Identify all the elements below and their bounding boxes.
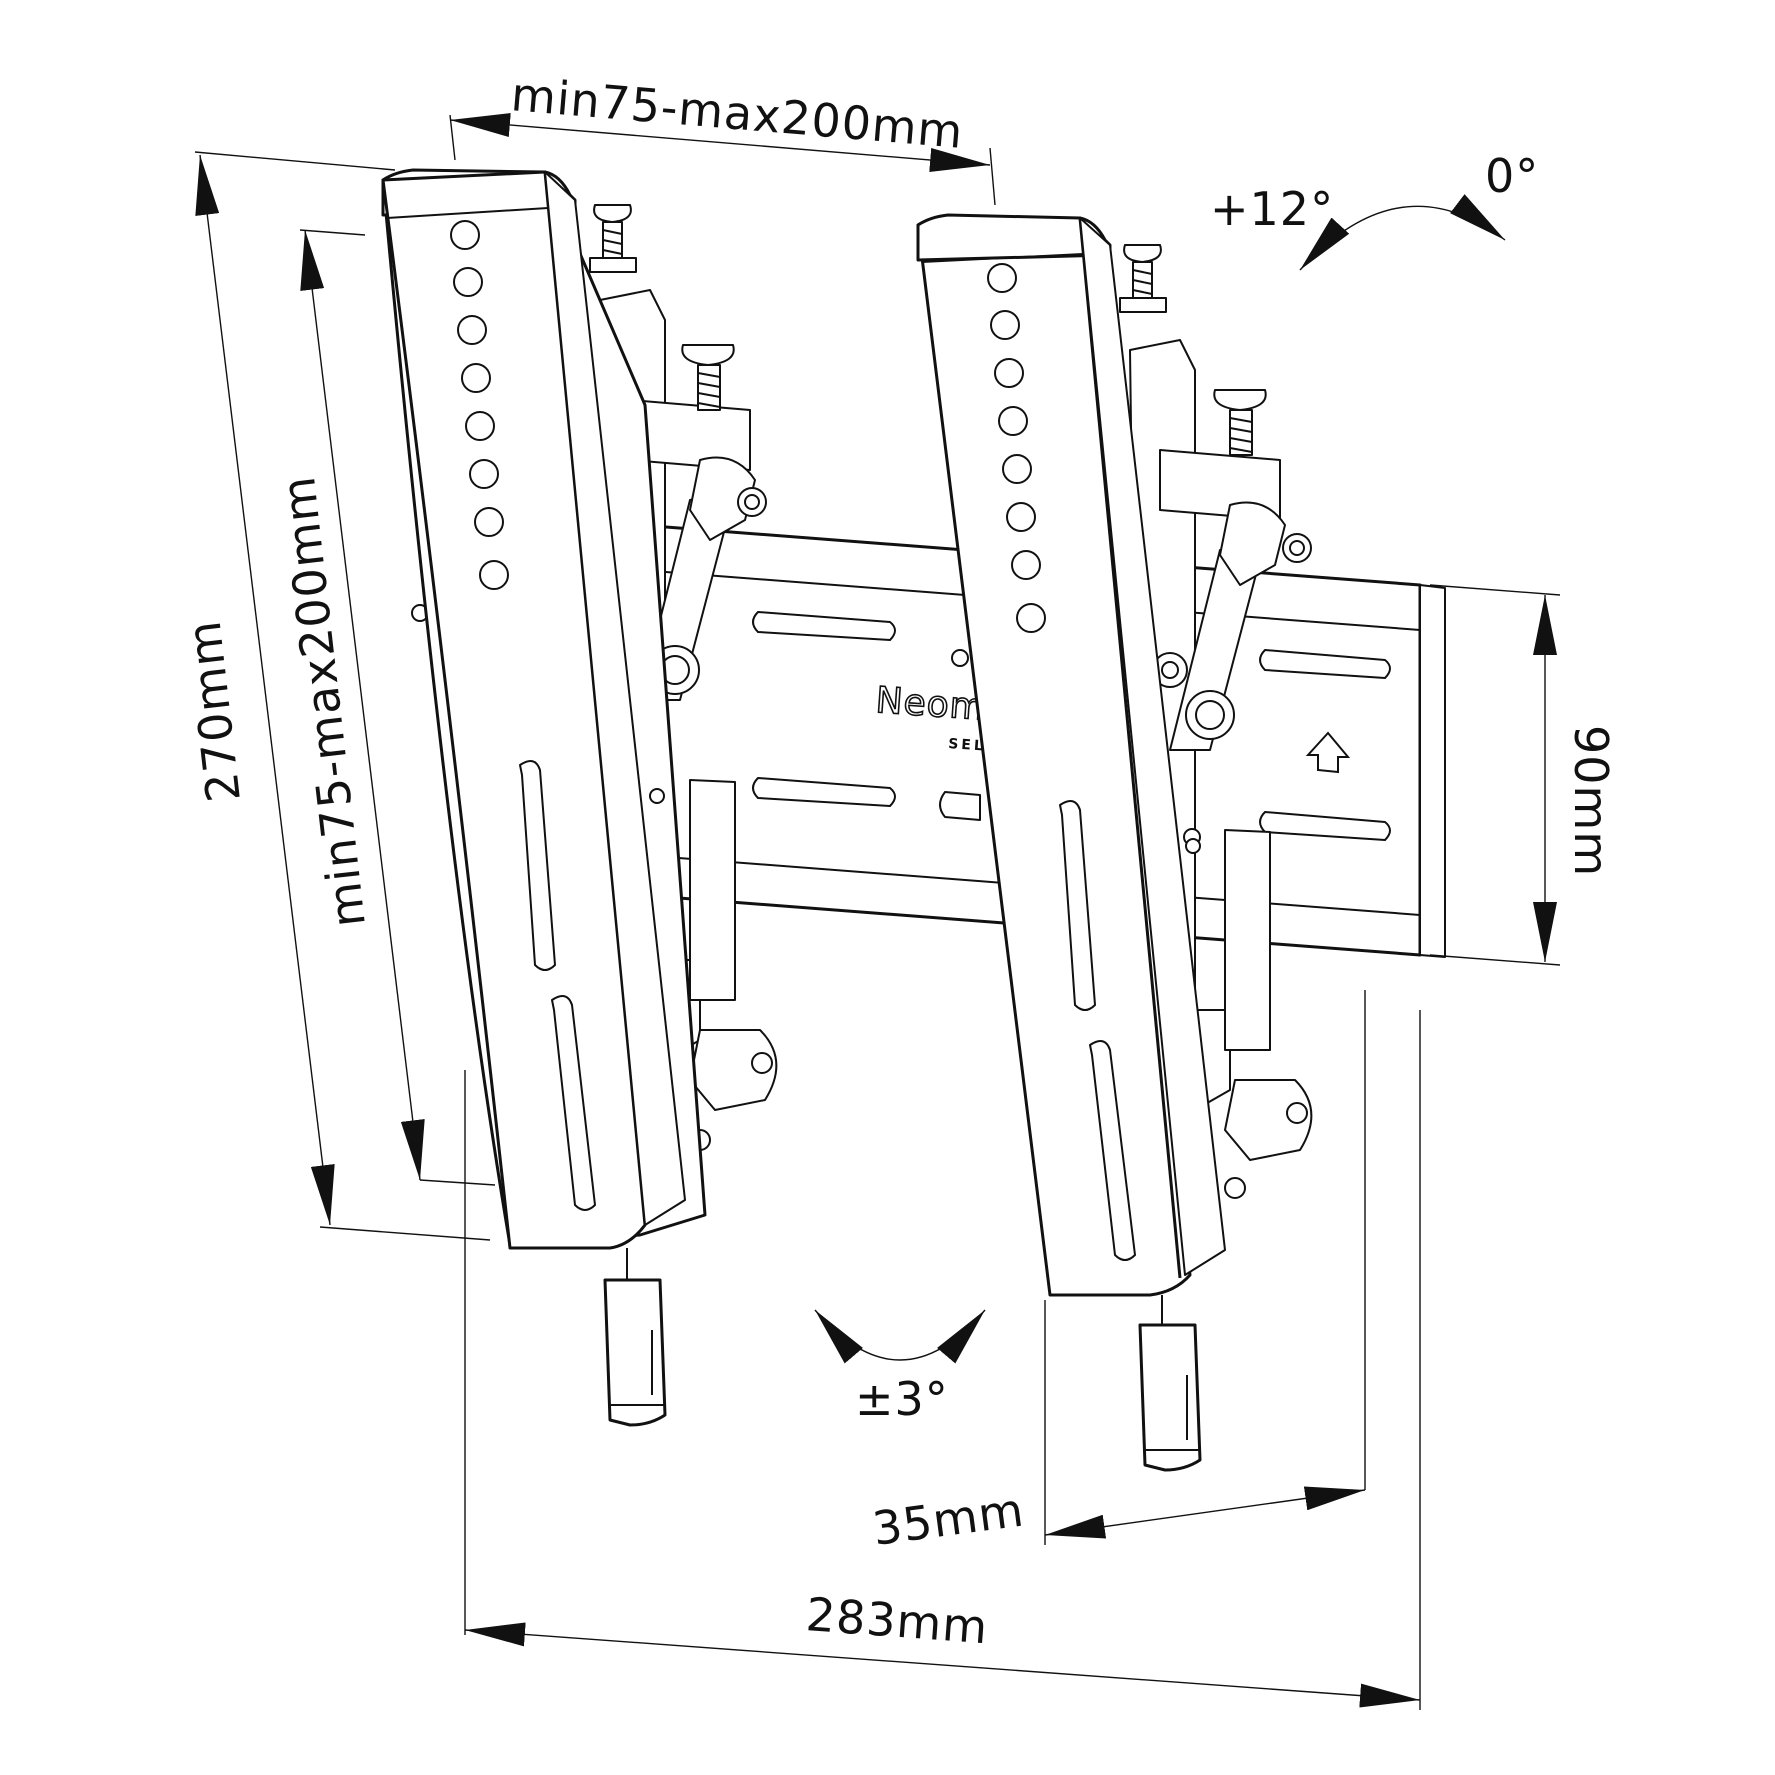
rail-slot [1259, 649, 1391, 679]
rail-slot [939, 791, 981, 821]
screw [589, 204, 637, 273]
depth-label: 35mm [869, 1483, 1027, 1556]
dimension-lines [194, 113, 1561, 1710]
inner-height-label: min75-max200mm [271, 473, 376, 930]
rail-slot [752, 611, 896, 641]
level-adjust-label: ±3° [855, 1372, 949, 1426]
tilt-zero-label: 0° [1485, 149, 1539, 203]
screw [1119, 244, 1167, 313]
total-width-label: 283mm [804, 1587, 990, 1654]
right-arm [916, 213, 1313, 1472]
tilt-up-label: +12° [1210, 182, 1334, 236]
overall-height-label: 270mm [177, 618, 251, 805]
left-arm [381, 168, 778, 1427]
top-width-label: min75-max200mm [509, 67, 965, 159]
up-arrow-icon [1305, 731, 1351, 774]
rail-height-label: 90mm [1564, 725, 1618, 877]
rail-slot [1259, 811, 1391, 841]
screw [681, 344, 735, 411]
rail-slot [752, 777, 896, 807]
screw [1213, 389, 1267, 456]
